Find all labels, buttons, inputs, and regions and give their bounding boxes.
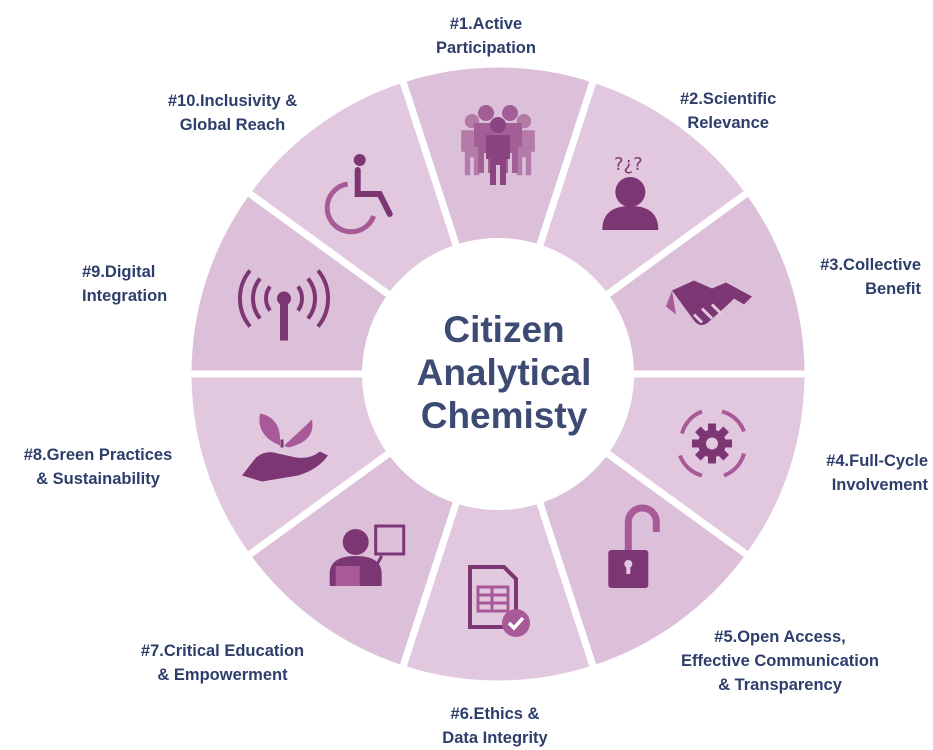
wheelchair-icon <box>324 154 393 235</box>
label-line: #1.Active <box>449 15 523 33</box>
label-line: Benefit <box>865 280 921 298</box>
label-line: #6.Ethics & <box>450 705 540 723</box>
label-line: Participation <box>436 39 536 57</box>
group-people-icon <box>461 105 535 185</box>
label-inclusivity-global-reach: #10.Inclusivity & Global Reach <box>150 89 315 137</box>
hand-plant-icon <box>242 413 328 482</box>
teacher-board-icon <box>329 524 406 586</box>
label-line: #2.Scientific <box>680 90 777 108</box>
handshake-icon <box>666 280 752 326</box>
center-title-line-1: Citizen <box>443 309 565 350</box>
icons-layer: ?¿? <box>238 105 752 637</box>
label-line: Involvement <box>831 476 928 494</box>
label-scientific-relevance: #2.Scientific Relevance <box>680 87 776 135</box>
center-title-line-2: Analytical <box>416 352 592 393</box>
center-circle <box>362 238 634 510</box>
svg-text:?¿?: ?¿? <box>614 154 643 175</box>
label-line: #7.Critical Education <box>140 642 305 660</box>
label-green-practices: #8.Green Practices & Sustainability <box>8 443 188 491</box>
label-line: #5.Open Access, <box>714 628 846 646</box>
document-check-icon <box>468 565 530 637</box>
gear-cycle-icon <box>678 409 746 478</box>
label-line: & Empowerment <box>157 666 288 684</box>
person-question-icon: ?¿? <box>602 154 659 230</box>
label-line: #4.Full-Cycle <box>826 452 928 470</box>
label-line: Data Integrity <box>442 729 548 747</box>
label-line: & Sustainability <box>36 470 160 488</box>
label-line: Relevance <box>687 114 769 132</box>
antenna-signal-icon <box>238 269 330 341</box>
label-line: Global Reach <box>179 116 286 134</box>
label-line: #8.Green Practices <box>23 446 173 464</box>
label-active-participation: #1.Active Participation <box>436 12 536 60</box>
label-line: #10.Inclusivity & <box>167 92 298 110</box>
label-collective-benefit: #3.Collective Benefit <box>796 253 921 301</box>
segments-layer <box>184 60 812 688</box>
center-title-line-3: Chemisty <box>420 395 588 436</box>
label-full-cycle-involvement: #4.Full-Cycle Involvement <box>796 449 928 497</box>
label-line: Effective Communication <box>680 652 880 670</box>
label-line: Integration <box>82 287 168 305</box>
label-line: #9.Digital <box>82 263 156 281</box>
label-digital-integration: #9.Digital Integration <box>82 260 167 308</box>
unlocked-padlock-icon <box>608 504 660 588</box>
label-line: #3.Collective <box>820 256 921 274</box>
label-open-access: #5.Open Access, Effective Communication … <box>660 625 900 697</box>
label-line: & Transparency <box>718 676 842 694</box>
label-critical-education: #7.Critical Education & Empowerment <box>120 639 325 687</box>
center-title: Citizen Analytical Chemisty <box>394 308 614 437</box>
label-ethics-data-integrity: #6.Ethics & Data Integrity <box>430 702 560 750</box>
